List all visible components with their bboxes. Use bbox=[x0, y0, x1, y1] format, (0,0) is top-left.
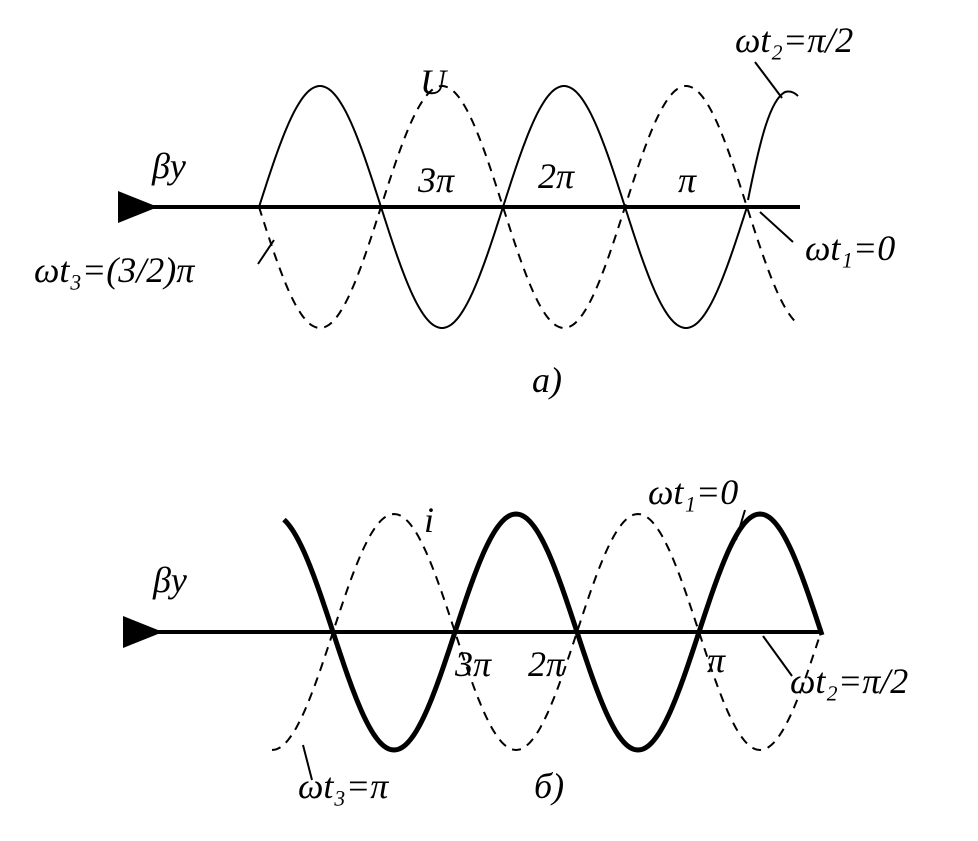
time-label-t3-b: ωt₃=π bbox=[298, 766, 389, 806]
leader-t1-a bbox=[759, 211, 794, 243]
leader-t1-b bbox=[735, 509, 746, 541]
phase-label-pi-a: π bbox=[678, 160, 697, 200]
time-label-t3-a: ωt₃=(3/2)π bbox=[34, 250, 195, 290]
panel-b: i βy 3π 2π π ωt₁=0 ωt₂=π/2 ωt₃=π б) bbox=[123, 472, 908, 806]
wave-dashed-t3-a bbox=[258, 85, 800, 329]
caption-b: б) bbox=[534, 766, 564, 806]
caption-a: а) bbox=[532, 360, 562, 400]
leader-t2-b bbox=[762, 635, 793, 677]
axis-label-b: βy bbox=[152, 560, 187, 600]
phase-label-pi-b: π bbox=[707, 640, 726, 680]
wave-label-a: U bbox=[420, 62, 448, 102]
time-label-t1-b: ωt₁=0 bbox=[648, 472, 738, 512]
wave-t2-tail-a bbox=[747, 90, 799, 201]
wave-label-b: i bbox=[424, 500, 434, 540]
phase-label-3pi-b: 3π bbox=[454, 644, 492, 684]
leader-t3-b bbox=[302, 744, 313, 781]
time-label-t2-b: ωt₂=π/2 bbox=[790, 661, 908, 701]
panel-a: U βy 3π 2π π ωt₂=π/2 ωt₁=0 ωt₃=(3/2)π а) bbox=[34, 20, 895, 400]
leader-t2-a bbox=[754, 61, 783, 99]
phase-label-2pi-a: 2π bbox=[538, 156, 575, 196]
wave-solid-t1-a bbox=[258, 85, 748, 329]
leader-t3-a bbox=[257, 239, 275, 265]
time-label-t1-a: ωt₁=0 bbox=[805, 228, 895, 268]
axis-label-a: βy bbox=[151, 146, 186, 186]
phase-label-3pi-a: 3π bbox=[417, 160, 455, 200]
wave-dashed-t3-b bbox=[271, 512, 823, 752]
wave-solid-t1-b bbox=[282, 511, 825, 753]
time-label-t2-a: ωt₂=π/2 bbox=[735, 20, 853, 60]
phase-label-2pi-b: 2π bbox=[528, 644, 565, 684]
